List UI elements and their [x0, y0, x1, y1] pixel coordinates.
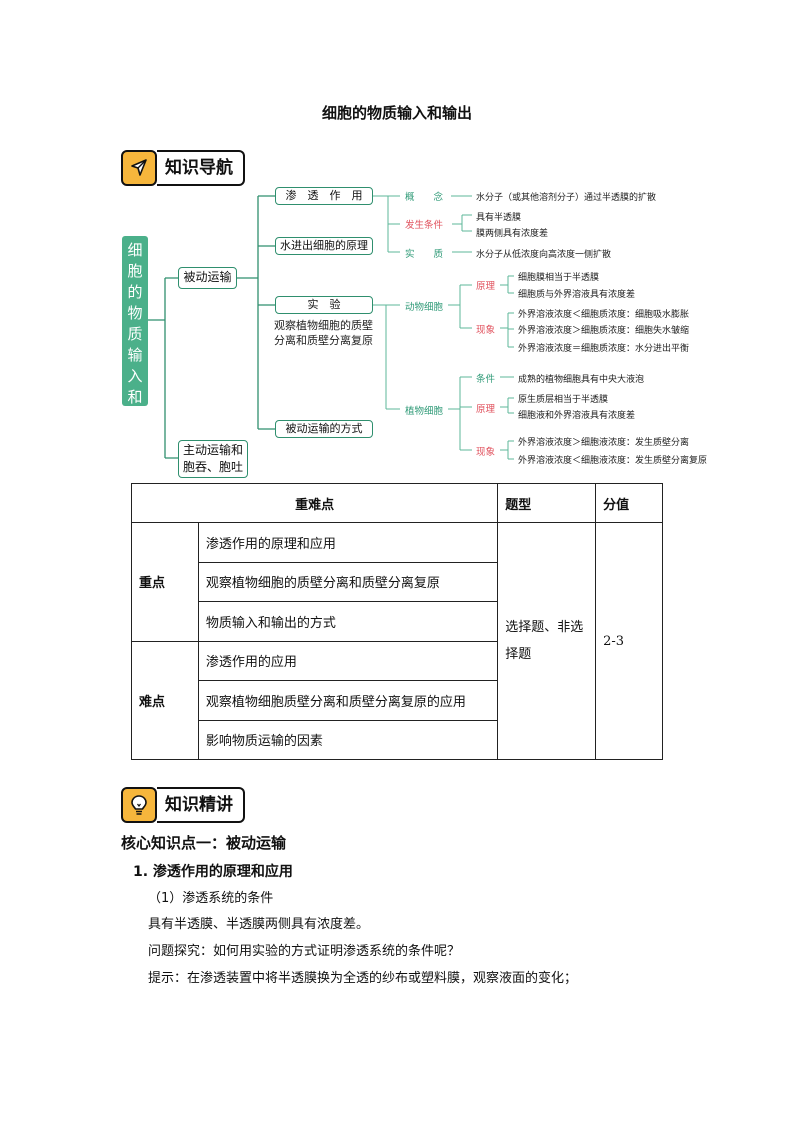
key-item: 物质输入和输出的方式 — [197, 601, 499, 642]
key-label: 重点 — [131, 522, 199, 642]
key-item: 渗透作用的原理和应用 — [197, 522, 499, 563]
passive-ways-node: 被动运输的方式 — [275, 420, 373, 438]
mindmap-root: 细胞的物质输入和输出 — [122, 236, 148, 448]
key-points-table: 重难点 题型 分值 重点 渗透作用的原理和应用 选择题、非选择题 2-3 观察植… — [130, 483, 663, 760]
table-header-row: 重难点 题型 分值 — [130, 483, 663, 523]
active-transport-node: 主动运输和胞吞、胞吐 — [178, 440, 248, 478]
table-row: 重点 渗透作用的原理和应用 选择题、非选择题 2-3 — [131, 522, 663, 760]
experiment-note: 观察植物细胞的质壁分离和质壁分离复原 — [274, 319, 373, 347]
table-row: 难点 渗透作用的应用 — [131, 640, 663, 760]
animal-principle-label: 原理 — [476, 281, 496, 292]
condition-2: 膜两侧具有浓度差 — [476, 229, 549, 239]
essence-text: 水分子从低浓度向高浓度一侧扩散 — [476, 250, 612, 260]
item-1: （1）渗透系统的条件 — [148, 891, 274, 906]
key-item: 观察植物细胞的质壁分离和质壁分离复原 — [197, 561, 499, 602]
lecture-label: 知识精讲 — [157, 787, 245, 823]
difficult-item: 渗透作用的应用 — [197, 640, 499, 681]
animal-phen-2: 外界溶液浓度＞细胞质浓度：细胞失水皱缩 — [518, 326, 690, 336]
animal-cell-label: 动物细胞 — [405, 302, 444, 313]
difficult-item: 观察植物细胞质壁分离和质壁分离复原的应用 — [197, 680, 499, 721]
water-in-out-node: 水进出细胞的原理 — [275, 237, 373, 255]
concept-text: 水分子（或其他溶剂分子）通过半透膜的扩散 — [476, 193, 657, 203]
header-question-type: 题型 — [497, 483, 597, 523]
passive-transport-node: 被动运输 — [178, 267, 237, 289]
condition-label: 发生条件 — [405, 220, 444, 231]
mindmap-connectors — [148, 195, 514, 460]
plant-phen-1: 外界溶液浓度＞细胞液浓度：发生质壁分离 — [518, 438, 690, 448]
table-row: 影响物质运输的因素 — [132, 719, 663, 760]
animal-phen-label: 现象 — [476, 325, 496, 336]
essence-label: 实 质 — [405, 249, 444, 260]
difficult-label: 难点 — [131, 640, 199, 760]
plant-cond-text: 成熟的植物细胞具有中央大液泡 — [518, 375, 645, 385]
table-row: 观察植物细胞的质壁分离和质壁分离复原 — [132, 561, 663, 602]
concept-label: 概 念 — [405, 192, 444, 203]
difficult-item: 影响物质运输的因素 — [197, 719, 499, 760]
paragraph-line: 提示：在渗透装置中将半透膜换为全透的纱布或塑料膜，观察液面的变化； — [148, 971, 578, 986]
animal-principle-2: 细胞质与外界溶液具有浓度差 — [518, 290, 636, 300]
condition-1: 具有半透膜 — [476, 213, 522, 223]
core-point-heading: 核心知识点一：被动运输 — [121, 834, 287, 852]
plant-principle-2: 细胞液和外界溶液具有浓度差 — [518, 411, 636, 421]
animal-phen-1: 外界溶液浓度＜细胞质浓度：细胞吸水膨胀 — [518, 310, 690, 320]
question-type: 选择题、非选择题 — [497, 522, 597, 760]
paragraph-line: 具有半透膜、半透膜两侧具有浓度差。 — [148, 917, 370, 932]
document-title: 细胞的物质输入和输出 — [321, 104, 472, 122]
plant-phen-2: 外界溶液浓度＜细胞液浓度：发生质壁分离复原 — [518, 456, 708, 466]
knowledge-nav-label: 知识导航 — [157, 150, 245, 186]
animal-principle-1: 细胞膜相当于半透膜 — [518, 273, 600, 283]
animal-phen-3: 外界溶液浓度＝细胞质浓度：水分进出平衡 — [518, 344, 690, 354]
table-row: 物质输入和输出的方式 — [132, 601, 663, 642]
osmosis-node: 渗 透 作 用 — [275, 187, 373, 205]
sub-heading: 1. 渗透作用的原理和应用 — [133, 864, 293, 880]
header-score: 分值 — [595, 483, 663, 523]
score: 2-3 — [595, 522, 663, 760]
plant-principle-label: 原理 — [476, 404, 496, 415]
plant-cell-label: 植物细胞 — [405, 406, 444, 417]
lightbulb-icon — [121, 787, 157, 823]
experiment-node: 实 验 — [275, 296, 373, 314]
plant-cond-label: 条件 — [476, 374, 496, 385]
paragraph-line: 问题探究：如何用实验的方式证明渗透系统的条件呢？ — [148, 944, 461, 959]
plant-principle-1: 原生质层相当于半透膜 — [518, 395, 609, 405]
header-key-difficult: 重难点 — [130, 483, 499, 523]
paper-plane-icon — [121, 150, 157, 186]
plant-phen-label: 现象 — [476, 447, 496, 458]
